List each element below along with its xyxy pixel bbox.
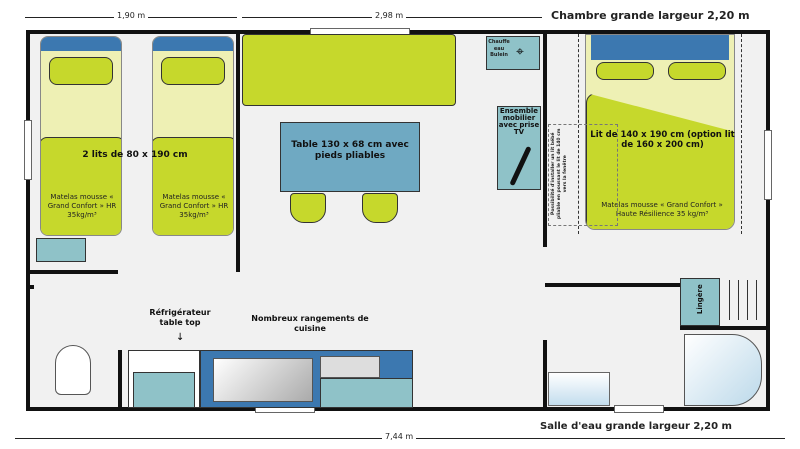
twin-beds-label: 2 lits de 80 x 190 cm: [82, 150, 188, 160]
shower-tray: [684, 334, 762, 406]
bathroom-dim: Salle d'eau grande largeur 2,20 m: [540, 421, 732, 432]
fridge-unit: [133, 372, 195, 408]
wall-wc: [28, 285, 34, 289]
baby-bed-dashed-area: [548, 124, 618, 226]
water-heater-label: Chauffe eau Bulein: [488, 39, 510, 58]
sofa: [242, 34, 456, 106]
wall-right-bedroom: [543, 32, 547, 247]
dim-total: 7,44 m: [382, 432, 417, 441]
wall-bath-left: [543, 340, 547, 410]
crosshair-icon: ⌖: [516, 44, 524, 60]
wall-bath-top: [545, 283, 685, 287]
storage-drawers: [36, 238, 86, 262]
kitchen-storage-label: Nombreux rangements de cuisine: [251, 314, 369, 333]
pillow: [161, 57, 225, 85]
twin-mattress-2: Matelas mousse « Grand Confort » HR 35kg…: [159, 193, 229, 220]
pillow: [668, 62, 726, 80]
chair-2: [362, 193, 398, 223]
window-bottom-bath: [614, 405, 664, 413]
baby-bed-note: Possibilité d'installer un lit bébé plia…: [551, 128, 568, 220]
pillow: [49, 57, 113, 85]
kitchen-cupboard: [320, 378, 413, 408]
double-mattress: Matelas mousse « Grand Confort » Haute R…: [601, 201, 723, 219]
dim-bedroom-right: Chambre grande largeur 2,20 m: [548, 9, 753, 22]
dim-middle: 2,98 m: [372, 11, 407, 20]
stove: [320, 356, 380, 378]
dashed-line-right: [741, 34, 742, 234]
wall-right: [766, 30, 770, 411]
wall-left: [26, 30, 30, 411]
window-right: [764, 130, 772, 200]
bed-1: [40, 36, 122, 236]
tv-furniture-label: Ensemble mobilier avec prise TV: [498, 107, 540, 136]
chair-1: [290, 193, 326, 223]
wall-kitchen-left: [118, 350, 122, 410]
wall-bottom: [28, 407, 770, 411]
dining-table: [280, 122, 420, 192]
toilet: [55, 345, 91, 395]
table-label: Table 130 x 68 cm avec pieds pliables: [291, 140, 409, 161]
linen-label: Lingère: [695, 284, 704, 315]
double-bed: [585, 34, 735, 230]
wall-shower-top: [680, 326, 768, 330]
window-left: [24, 120, 32, 180]
arrow-down-icon: ↓: [176, 332, 185, 343]
double-bed-label: Lit de 140 x 190 cm (option lit de 160 x…: [590, 130, 735, 151]
towel-rail-icon: [725, 280, 761, 320]
sink: [213, 358, 313, 402]
twin-mattress-1: Matelas mousse « Grand Confort » HR 35kg…: [47, 193, 117, 220]
fridge-label: Réfrigérateur table top: [149, 308, 211, 327]
water-heater: [486, 36, 540, 70]
wall-left-bedroom: [236, 32, 240, 272]
linen-cupboard: [680, 278, 720, 326]
dim-left-room: 1,90 m: [114, 11, 149, 20]
dashed-line-left: [578, 34, 579, 234]
tv-furniture: [497, 106, 541, 190]
washbasin: [548, 372, 610, 406]
wall-left-bedroom-bottom: [28, 270, 118, 274]
bed-2: [152, 36, 234, 236]
pillow: [596, 62, 654, 80]
